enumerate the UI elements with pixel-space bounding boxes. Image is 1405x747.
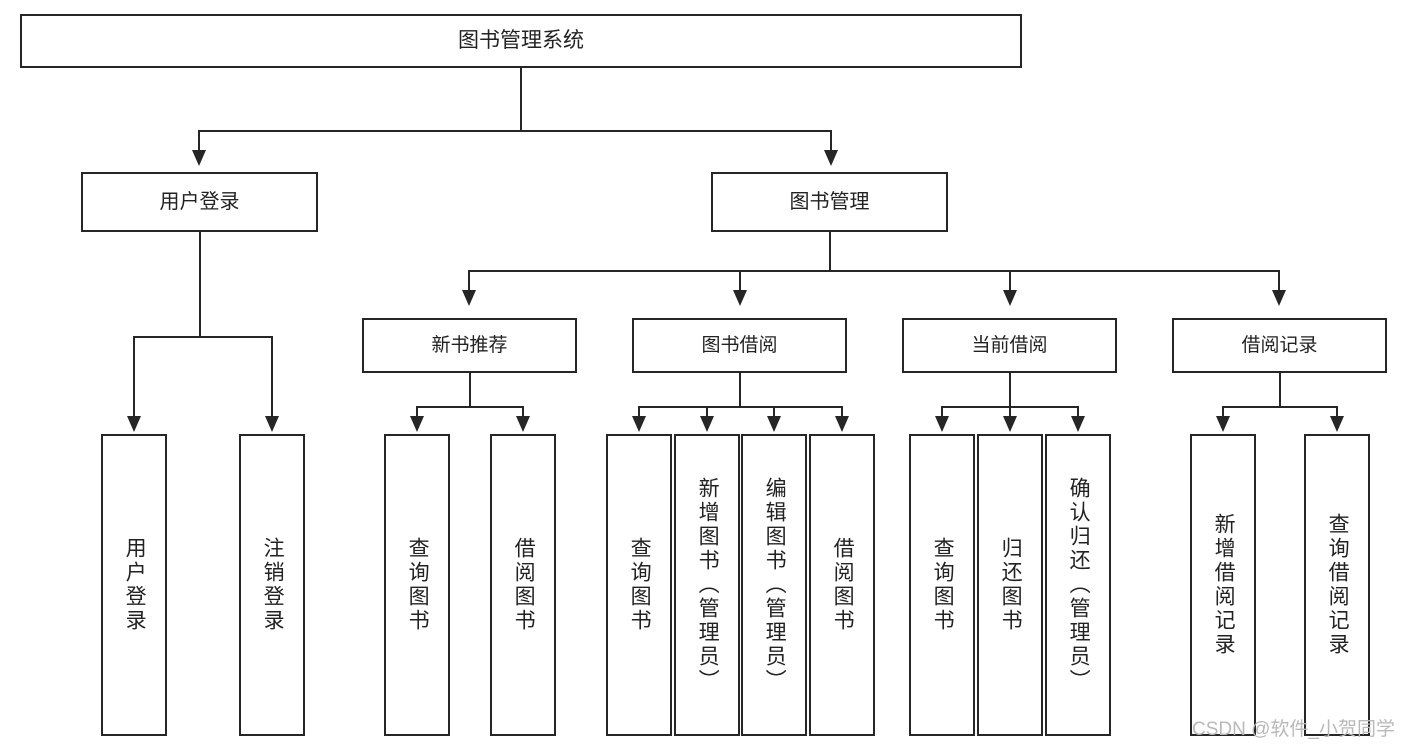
connector-book-borrow-drop-3 bbox=[773, 406, 775, 418]
arrowhead-leaf-query-book-2 bbox=[632, 416, 646, 432]
connector-book-borrow-stem bbox=[739, 373, 741, 408]
node-label: 注销登录 bbox=[261, 537, 285, 633]
arrowhead-leaf-return-book bbox=[1003, 416, 1017, 432]
leaf-query-book-current[interactable]: 查询图书 bbox=[909, 434, 975, 736]
leaf-logout[interactable]: 注销登录 bbox=[239, 434, 305, 736]
connector-current-borrow-drop-1 bbox=[941, 406, 943, 418]
connector-level3-bus bbox=[468, 270, 1280, 272]
node-label: 确认归还（管理员） bbox=[1067, 477, 1091, 693]
connector-current-borrow-drop-3 bbox=[1077, 406, 1079, 418]
connector-borrow-record-bus bbox=[1222, 406, 1338, 408]
arrowhead-leaf-user-login bbox=[127, 416, 141, 432]
leaf-user-login[interactable]: 用户登录 bbox=[101, 434, 167, 736]
leaf-borrow-book[interactable]: 借阅图书 bbox=[809, 434, 875, 736]
leaf-return-book[interactable]: 归还图书 bbox=[977, 434, 1043, 736]
connector-book-borrow-drop-2 bbox=[706, 406, 708, 418]
node-label: 编辑图书（管理员） bbox=[763, 477, 787, 693]
arrowhead-leaf-confirm-return bbox=[1071, 416, 1085, 432]
arrowhead-leaf-logout bbox=[265, 416, 279, 432]
leaf-confirm-return-admin[interactable]: 确认归还（管理员） bbox=[1045, 434, 1111, 736]
arrowhead-leaf-edit-book bbox=[767, 416, 781, 432]
leaf-query-book-borrow[interactable]: 查询图书 bbox=[606, 434, 672, 736]
arrowhead-leaf-add-book bbox=[700, 416, 714, 432]
node-book-management[interactable]: 图书管理 bbox=[711, 172, 948, 232]
arrowhead-leaf-query-book-1 bbox=[410, 416, 424, 432]
connector-user-login-drop-1 bbox=[133, 336, 135, 418]
node-label: 借阅图书 bbox=[512, 537, 536, 633]
arrowhead-leaf-query-record bbox=[1330, 416, 1344, 432]
connector-drop-book-manage bbox=[830, 130, 832, 152]
connector-book-borrow-bus bbox=[638, 406, 843, 408]
connector-user-login-stem bbox=[199, 232, 201, 337]
node-root-system[interactable]: 图书管理系统 bbox=[20, 14, 1022, 68]
connector-borrow-record-drop-2 bbox=[1336, 406, 1338, 418]
node-label: 新书推荐 bbox=[431, 334, 508, 356]
node-label: 查询图书 bbox=[406, 537, 430, 633]
connector-level2-bus bbox=[198, 130, 832, 132]
connector-user-login-drop-2 bbox=[271, 336, 273, 418]
node-label: 用户登录 bbox=[123, 537, 147, 633]
arrowhead-user-login bbox=[192, 150, 206, 166]
connector-drop-user-login bbox=[198, 130, 200, 152]
node-label: 借阅图书 bbox=[831, 537, 855, 633]
arrowhead-current-borrow bbox=[1003, 290, 1017, 306]
node-label: 图书管理 bbox=[789, 190, 870, 213]
node-book-borrow[interactable]: 图书借阅 bbox=[632, 318, 847, 373]
node-label: 查询图书 bbox=[628, 537, 652, 633]
leaf-borrow-book-recommend[interactable]: 借阅图书 bbox=[490, 434, 556, 736]
node-label: 查询借阅记录 bbox=[1326, 513, 1350, 657]
connector-user-login-bus bbox=[133, 336, 273, 338]
connector-book-manage-stem bbox=[829, 232, 831, 272]
csdn-watermark: CSDN @软件_小贺同学 bbox=[1192, 719, 1395, 740]
node-label: 图书借阅 bbox=[701, 334, 778, 356]
node-label: 新增借阅记录 bbox=[1212, 513, 1236, 657]
leaf-query-book-recommend[interactable]: 查询图书 bbox=[384, 434, 450, 736]
node-borrow-record[interactable]: 借阅记录 bbox=[1172, 318, 1387, 373]
connector-borrow-record-drop-1 bbox=[1222, 406, 1224, 418]
connector-borrow-record-stem bbox=[1279, 373, 1281, 408]
connector-current-borrow-stem bbox=[1009, 373, 1011, 408]
arrowhead-new-book bbox=[462, 290, 476, 306]
node-label: 当前借阅 bbox=[971, 334, 1048, 356]
connector-drop-current-borrow bbox=[1009, 270, 1011, 292]
connector-current-borrow-drop-2 bbox=[1009, 406, 1011, 418]
arrowhead-borrow-record bbox=[1272, 290, 1286, 306]
node-label: 新增图书（管理员） bbox=[696, 477, 720, 693]
connector-book-borrow-drop-4 bbox=[841, 406, 843, 418]
node-label: 图书管理系统 bbox=[458, 28, 584, 52]
leaf-add-book-admin[interactable]: 新增图书（管理员） bbox=[674, 434, 740, 736]
connector-new-book-drop-2 bbox=[522, 406, 524, 418]
connector-book-borrow-drop-1 bbox=[638, 406, 640, 418]
connector-drop-new-book bbox=[468, 270, 470, 292]
leaf-edit-book-admin[interactable]: 编辑图书（管理员） bbox=[741, 434, 807, 736]
connector-new-book-bus bbox=[416, 406, 524, 408]
node-current-borrow[interactable]: 当前借阅 bbox=[902, 318, 1117, 373]
node-user-login[interactable]: 用户登录 bbox=[81, 172, 318, 232]
connector-root-stem bbox=[520, 68, 522, 131]
arrowhead-leaf-query-book-3 bbox=[935, 416, 949, 432]
arrowhead-book-manage bbox=[824, 150, 838, 166]
leaf-add-borrow-record[interactable]: 新增借阅记录 bbox=[1190, 434, 1256, 736]
arrowhead-book-borrow bbox=[733, 290, 747, 306]
connector-drop-book-borrow bbox=[739, 270, 741, 292]
node-label: 归还图书 bbox=[999, 537, 1023, 633]
node-label: 用户登录 bbox=[159, 190, 240, 213]
arrowhead-leaf-add-record bbox=[1216, 416, 1230, 432]
node-label: 查询图书 bbox=[931, 537, 955, 633]
connector-new-book-stem bbox=[469, 373, 471, 408]
leaf-query-borrow-record[interactable]: 查询借阅记录 bbox=[1304, 434, 1370, 736]
node-label: 借阅记录 bbox=[1241, 334, 1318, 356]
connector-new-book-drop-1 bbox=[416, 406, 418, 418]
connector-drop-borrow-record bbox=[1278, 270, 1280, 292]
arrowhead-leaf-borrow-book-2 bbox=[835, 416, 849, 432]
node-new-book-recommend[interactable]: 新书推荐 bbox=[362, 318, 577, 373]
arrowhead-leaf-borrow-book-1 bbox=[516, 416, 530, 432]
